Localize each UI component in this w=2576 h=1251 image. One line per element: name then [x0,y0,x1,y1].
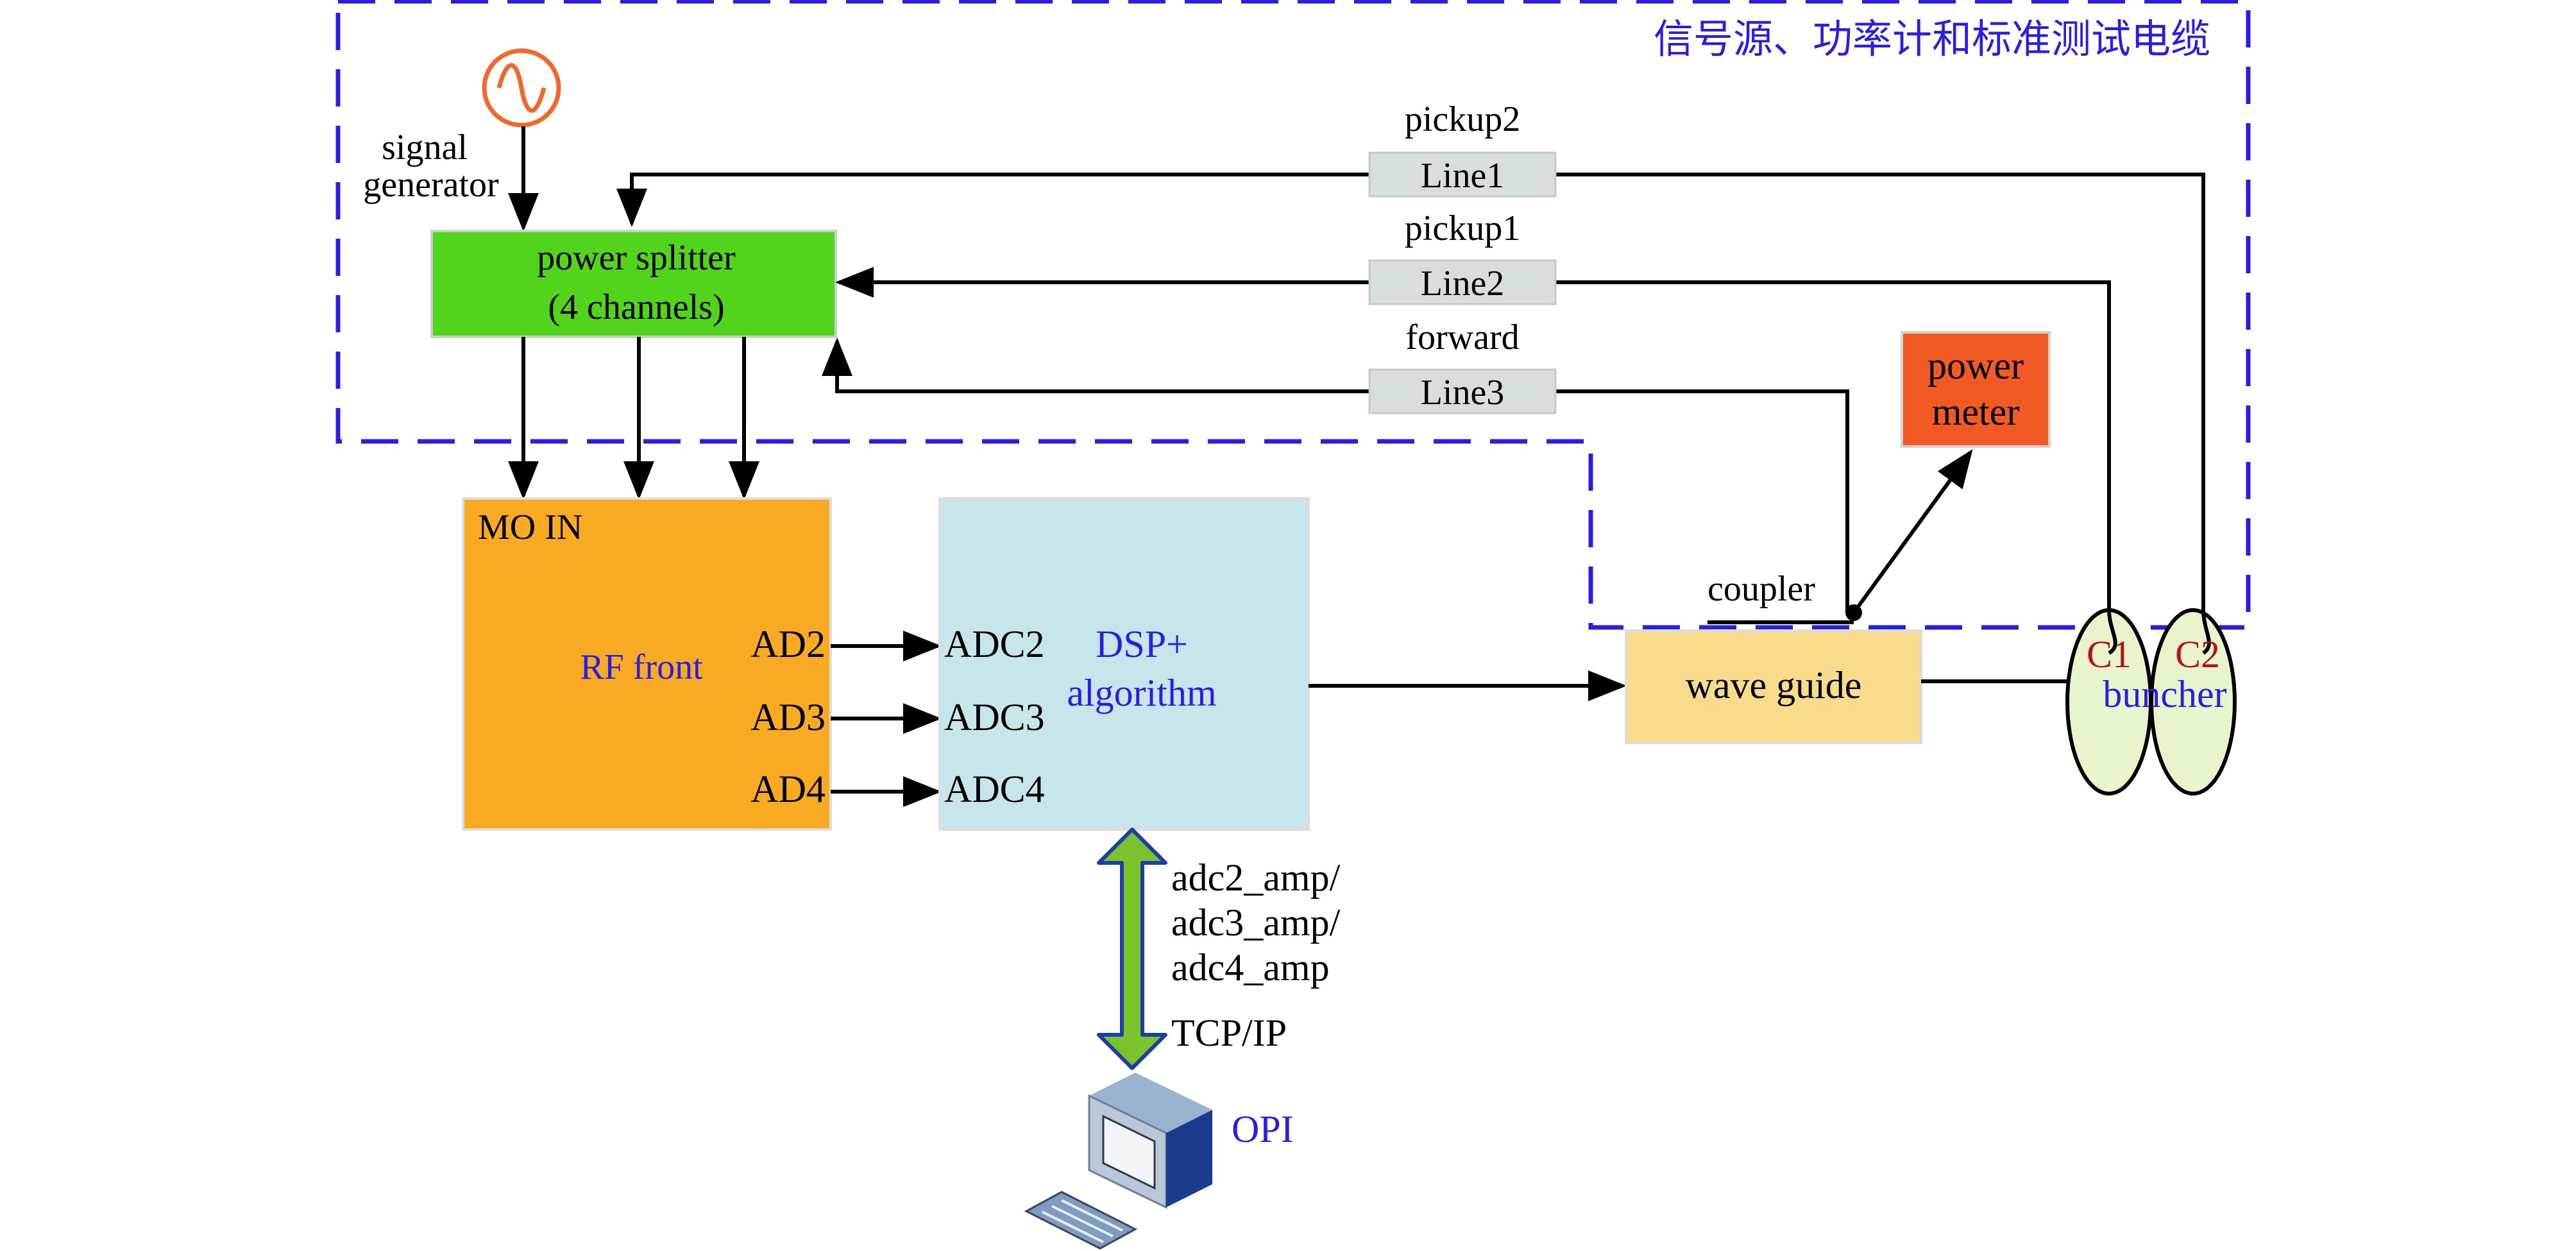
dsp-port-adc2: ADC2 [944,623,1045,665]
computer-icon [1024,1073,1212,1250]
power-meter-label-line1: power [1928,345,2024,387]
buncher-c1-label: C1 [2087,633,2131,676]
link-signal-1: adc2_amp/ [1171,856,1341,899]
dsp-title-line2: algorithm [1067,672,1216,714]
region-title: 信号源、功率计和标准测试电缆 [1654,18,2210,62]
buncher-label: buncher [2103,673,2226,715]
coupler-to-power-meter-arrow [1852,449,1973,614]
link-signal-2: adc3_amp/ [1171,901,1341,944]
line1-box [1368,151,1557,198]
rf-port-ad3: AD3 [750,696,826,738]
cable-name-pickup1: pickup1 [1405,208,1520,248]
dsp-port-adc3: ADC3 [944,696,1045,738]
tcp-ip-double-arrow [1097,828,1167,1070]
signal-generator-label-line1: signal [382,128,468,167]
forward-cable-path [822,337,1849,613]
link-protocol: TCP/IP [1171,1012,1287,1054]
cable-line1-label: Line1 [1421,156,1505,196]
rf-front-input-label: MO IN [478,507,582,547]
wave-guide-box [1625,629,1922,744]
pickup1-loop [2107,609,2117,655]
buncher-c2-label: C2 [2175,633,2220,676]
pickup1-cable-path [835,267,2111,609]
dsp-port-adc4: ADC4 [944,768,1045,810]
line3-box [1368,368,1557,414]
dsp-box [938,497,1310,831]
pickup2-loop [2201,609,2211,655]
signal-generator-icon [482,48,561,128]
power-splitter-label-line1: power splitter [537,238,736,278]
power-meter-box [1901,331,2051,448]
test-equipment-region-border [335,0,2251,630]
rf-front-title: RF front [580,647,703,687]
link-signal-3: adc4_amp [1171,946,1330,989]
signal-generator-label-line2: generator [363,165,499,205]
cable-name-forward: forward [1405,318,1519,357]
cable-name-pickup2: pickup2 [1405,99,1520,139]
rf-front-box [462,497,832,831]
rf-port-ad4: AD4 [750,768,826,810]
rf-port-ad2: AD2 [750,623,826,665]
cable-line2-label: Line2 [1421,264,1505,303]
coupler-label: coupler [1707,569,1815,609]
power-splitter-box [430,230,837,338]
opi-label: OPI [1232,1108,1294,1150]
buncher-cavity-c2 [2149,608,2237,796]
wave-guide-label: wave guide [1686,664,1862,706]
power-splitter-label-line2: (4 channels) [548,287,724,327]
cable-line3-label: Line3 [1421,373,1505,413]
power-meter-label-line2: meter [1932,391,2020,433]
dsp-title-line1: DSP+ [1096,623,1188,665]
line2-box [1368,259,1557,305]
